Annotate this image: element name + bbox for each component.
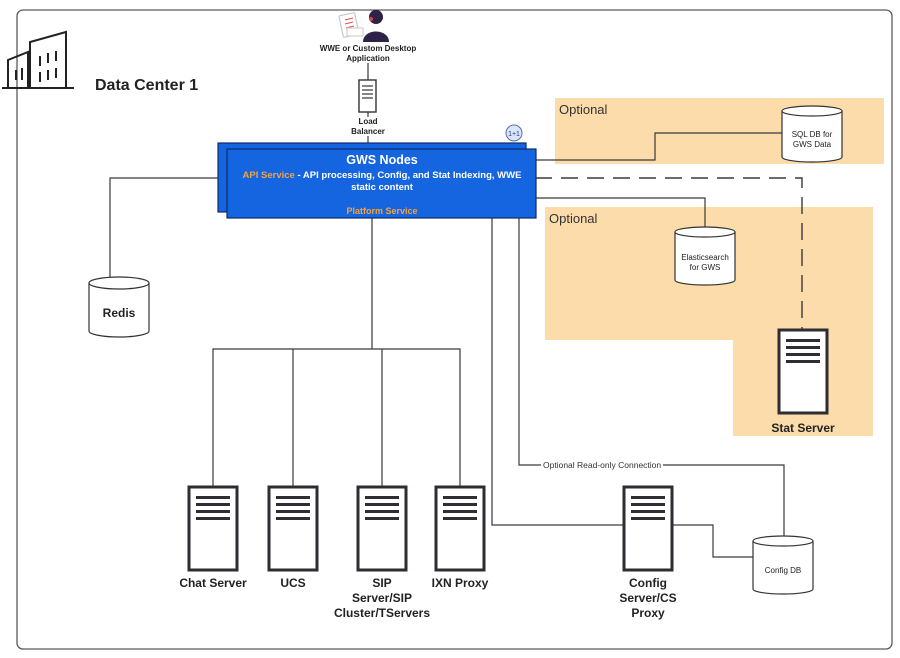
gws-node-front: [226, 148, 537, 219]
optional-mid-label: Optional: [549, 211, 598, 226]
ucs-server-icon: [267, 485, 319, 572]
sql-db-icon: [781, 105, 843, 163]
elasticsearch-label-line2: for GWS: [690, 263, 721, 272]
elasticsearch-label-line1: Elasticsearch: [681, 253, 729, 262]
platform-service-label: Platform Service: [346, 206, 417, 216]
config-db-icon: [752, 535, 814, 595]
stat-server-label: Stat Server: [771, 421, 835, 435]
sip-server-label-line1: SIP: [372, 576, 391, 590]
ixn-proxy-icon: [434, 485, 486, 572]
config-server-label-line1: Config: [629, 576, 667, 590]
datacenter-title: Data Center 1: [95, 77, 198, 94]
redundancy-badge: [505, 124, 523, 142]
sip-server-label-line3: Cluster/TServers: [334, 606, 430, 620]
redis-icon: [88, 276, 150, 338]
api-service-label: API Service: [243, 170, 295, 181]
ucs-label: UCS: [280, 576, 305, 590]
config-server-label-line2: Server/CS: [619, 591, 676, 605]
api-service-description: - API processing, Config, and Stat Index…: [295, 170, 522, 181]
ixn-proxy-label: IXN Proxy: [432, 576, 489, 590]
chat-server-label: Chat Server: [179, 576, 247, 590]
gws-api-line: API Service - API processing, Config, an…: [243, 170, 522, 181]
dashed-connection: [535, 177, 803, 330]
chat-server-icon: [187, 485, 239, 572]
desktop-app-label-line1: WWE or Custom Desktop: [320, 44, 417, 53]
readonly-connection-label: Optional Read-only Connection: [543, 460, 661, 470]
desktop-app-label-line2: Application: [346, 54, 390, 63]
redundancy-badge-label: 1+1: [508, 131, 520, 138]
stat-server-icon: [777, 328, 829, 415]
sql-db-label-line2: GWS Data: [793, 140, 832, 149]
gws-nodes-title: GWS Nodes: [346, 153, 418, 167]
load-balancer-icon: [358, 79, 377, 113]
readonly-label-bg: [541, 459, 663, 470]
redis-label: Redis: [103, 306, 136, 320]
desktop-app-icon: [338, 10, 389, 42]
elasticsearch-icon: [674, 226, 736, 286]
config-server-label-line3: Proxy: [631, 606, 665, 620]
load-balancer-label-line2: Balancer: [351, 127, 385, 136]
optional-top-label: Optional: [559, 102, 608, 117]
config-db-label: Config DB: [765, 566, 801, 575]
sip-server-icon: [356, 485, 408, 572]
datacenter-frame: [16, 9, 893, 650]
gws-api-line2: static content: [351, 182, 414, 193]
sip-server-label-line2: Server/SIP: [352, 591, 412, 605]
sql-db-label-line1: SQL DB for: [792, 130, 833, 139]
config-server-icon: [622, 485, 674, 572]
building-icon: [2, 30, 74, 89]
load-balancer-label-line1: Load: [358, 117, 377, 126]
